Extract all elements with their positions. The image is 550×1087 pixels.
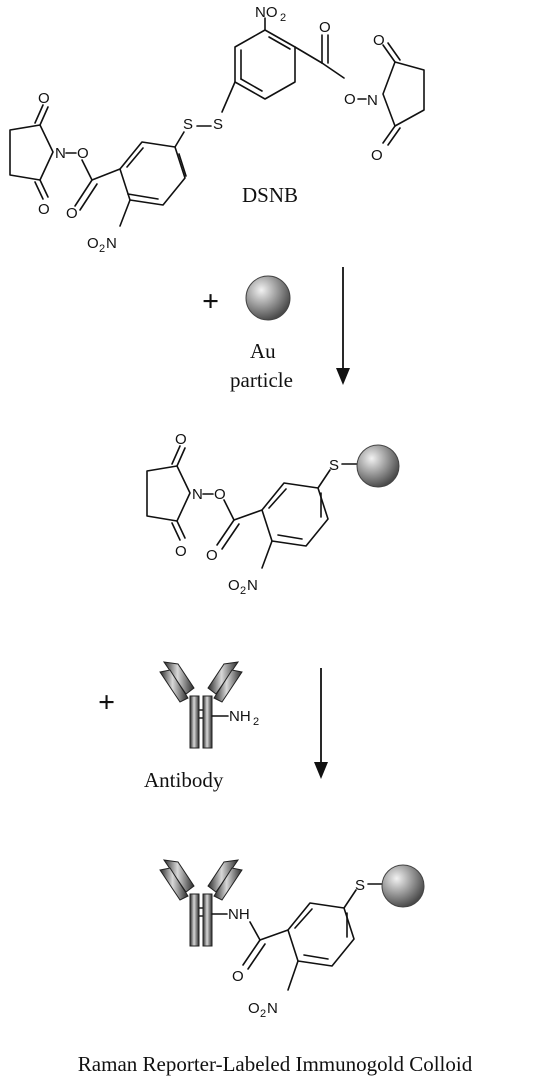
no2-label-top: NO (255, 4, 278, 21)
n-atom-top: N (367, 92, 378, 109)
ester-o-bottom: O (77, 145, 89, 162)
n-atom-mid: N (192, 486, 203, 503)
imide-o-top-1: O (373, 32, 385, 49)
antibody-label: Antibody (144, 768, 224, 792)
nh2-subscript: 2 (253, 716, 259, 728)
ester-o-mid: O (214, 486, 226, 503)
plus-sign-1: + (202, 285, 219, 318)
o2n-n-1: N (106, 235, 117, 252)
o2n-n-2: N (247, 577, 258, 594)
final-product-molecule: NH O S O 2 N (211, 877, 385, 1020)
dsnb-molecule: NO 2 O O N O O S S (9, 4, 425, 255)
o2n-label-3: O (248, 1000, 260, 1017)
n-atom-bottom: N (55, 145, 66, 162)
s-atom-mid: S (329, 457, 339, 474)
antibody-icon (159, 661, 243, 749)
intermediate-molecule: O O N O O S O 2 N (146, 431, 359, 597)
o2n-subscript-2: 2 (240, 585, 246, 597)
upper-benzene-ring (234, 29, 296, 100)
ester-o-top: O (344, 91, 356, 108)
reaction-arrow-1 (336, 267, 350, 385)
imide-o-mid-2: O (175, 543, 187, 560)
o2n-label-2: O (228, 577, 240, 594)
o2n-subscript-1: 2 (99, 243, 105, 255)
carbonyl-o-top: O (319, 19, 331, 36)
imide-o-bottom-1: O (38, 90, 50, 107)
final-product-caption: Raman Reporter-Labeled Immunogold Colloi… (78, 1052, 473, 1076)
lower-benzene-ring (119, 141, 187, 206)
no2-subscript-top: 2 (280, 12, 286, 24)
nh-label: NH (228, 906, 250, 923)
carbonyl-o-final: O (232, 968, 244, 985)
gold-particle-icon (245, 275, 291, 321)
dsnb-label: DSNB (242, 183, 298, 207)
imide-o-mid-1: O (175, 431, 187, 448)
s-atom-1: S (213, 116, 223, 133)
gold-particle-conjugated-icon (356, 444, 400, 488)
imide-o-bottom-2: O (38, 201, 50, 218)
carbonyl-o-mid: O (206, 547, 218, 564)
antibody-conjugated-icon (159, 859, 243, 947)
plus-sign-2: + (98, 686, 115, 719)
gold-particle-final-icon (381, 864, 425, 908)
s-atom-final: S (355, 877, 365, 894)
imide-o-top-2: O (371, 147, 383, 164)
reaction-arrow-2 (314, 668, 328, 779)
particle-label: particle (230, 368, 293, 392)
o2n-label-1: O (87, 235, 99, 252)
o2n-subscript-3: 2 (260, 1008, 266, 1020)
carbonyl-o-bottom: O (66, 205, 78, 222)
o2n-n-3: N (267, 1000, 278, 1017)
s-atom-2: S (183, 116, 193, 133)
au-label: Au (250, 339, 276, 363)
nh2-label: NH (229, 708, 251, 725)
